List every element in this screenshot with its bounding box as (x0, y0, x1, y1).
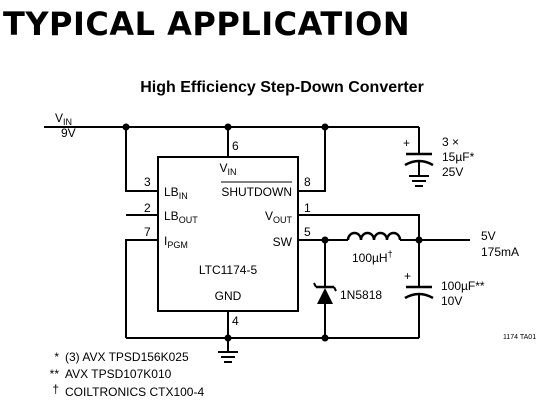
junction-dot (321, 334, 329, 342)
input-voltage: 9V (61, 126, 76, 140)
pin-label-vout: VOUT (265, 209, 293, 225)
junction-dot (224, 334, 232, 342)
note-mark: † (52, 382, 59, 396)
pin-num-lbout: 2 (144, 201, 151, 215)
figure-id: 1174 TA01 (503, 334, 536, 341)
diode-part: 1N5818 (340, 288, 382, 302)
diagram-title: High Efficiency Step-Down Converter (140, 79, 424, 96)
pin-num-ipgm: 7 (144, 225, 151, 239)
ipgm-wire (125, 239, 158, 338)
inductor-icon (346, 231, 402, 241)
input-cap-voltage: 25V (442, 165, 463, 179)
note-text: COILTRONICS CTX100-4 (65, 385, 204, 399)
pin-num-sw: 5 (304, 225, 311, 239)
pin-num-vout: 1 (304, 201, 311, 215)
lbin-wire (125, 127, 158, 192)
shutdown-wire (298, 127, 326, 192)
page-heading: TYPICAL APPLICATION (3, 5, 410, 43)
input-cap-plus: + (403, 136, 410, 150)
chip-body (157, 156, 299, 312)
input-cap-qty: 3 × (442, 135, 459, 149)
output-cap-plus: + (404, 269, 411, 283)
pin-label-gnd: GND (215, 289, 242, 303)
pin-label-sw: SW (273, 235, 293, 249)
output-cap-voltage: 10V (441, 294, 462, 308)
pin-label-vin: VIN (219, 161, 236, 177)
note-mark: * (54, 350, 59, 364)
pin-label-lbout: LBOUT (164, 209, 198, 225)
output-voltage: 5V (481, 229, 496, 243)
note-mark: ** (50, 367, 60, 381)
output-cap-value: 100µF** (441, 279, 485, 293)
diode-schottky-hooks (313, 282, 337, 292)
diode-icon (317, 288, 333, 304)
output-current: 175mA (481, 245, 519, 259)
note-text: AVX TPSD107K010 (65, 367, 172, 381)
note-text: (3) AVX TPSD156K025 (65, 350, 189, 364)
input-label: VIN (55, 111, 72, 127)
chip-part-number: LTC1174-5 (199, 263, 258, 277)
input-cap-value: 15µF* (442, 150, 475, 164)
pin-num-vin: 6 (232, 139, 239, 153)
vout-feedback-wire (298, 214, 420, 240)
inductor-value: 100µH† (352, 249, 393, 265)
pin-label-lbin: LBIN (164, 185, 188, 201)
pin-label-ipgm: IPGM (164, 234, 188, 250)
pin-label-shutdown: SHUTDOWN (221, 185, 292, 199)
pin-num-gnd: 4 (232, 314, 239, 328)
pin-num-shutdown: 8 (304, 175, 311, 189)
pin-num-lbin: 3 (144, 175, 151, 189)
